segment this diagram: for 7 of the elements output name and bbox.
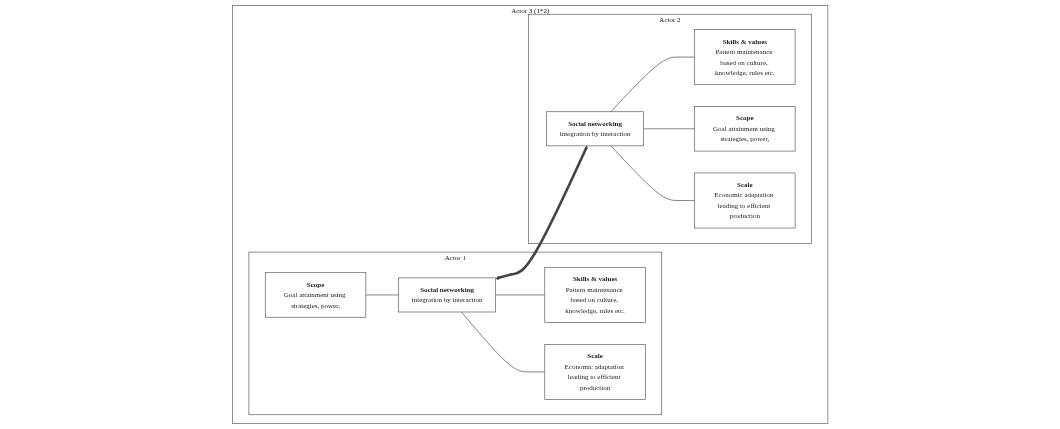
connector (365, 294, 399, 296)
connector (643, 128, 695, 130)
connector (495, 294, 545, 296)
arrow (495, 145, 588, 280)
connector (460, 311, 545, 373)
connector (610, 56, 695, 113)
connector (610, 145, 695, 201)
